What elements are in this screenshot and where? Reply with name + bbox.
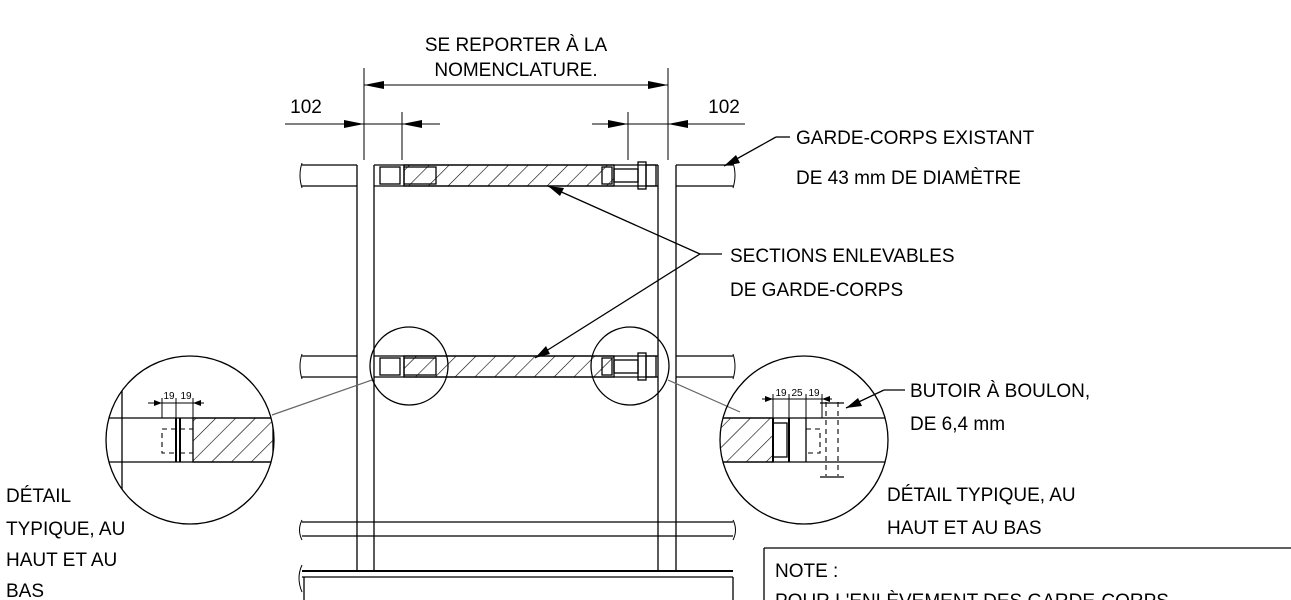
existing-rail-line2: DE 43 mm DE DIAMÈTRE [796, 168, 1021, 189]
dimension-left-102: 102 [285, 97, 440, 160]
detail-circle-left-marker [369, 326, 449, 406]
detail-right-dim-c: 19 [808, 388, 820, 399]
note-body: POUR L'ENLÈVEMENT DES GARDE-CORPS [775, 591, 1169, 600]
existing-rail-line1: GARDE-CORPS EXISTANT [796, 128, 1035, 149]
leader-removable [534, 185, 722, 359]
top-note-line1: SE REPORTER À LA [425, 35, 608, 56]
deck-base [298, 519, 736, 600]
detail-right-dim-b: 25 [791, 388, 803, 399]
detail-left-line2: TYPIQUE, AU [6, 519, 125, 540]
note-box: NOTE : POUR L'ENLÈVEMENT DES GARDE-CORPS [763, 547, 1291, 600]
post-left [356, 165, 375, 570]
leader-existing-rail [723, 136, 790, 167]
top-note-line2: NOMENCLATURE. [434, 60, 597, 81]
removable-line1: SECTIONS ENLEVABLES [730, 246, 955, 267]
removable-line2: DE GARDE-CORPS [730, 280, 903, 301]
detail-left-dim-a: 19 [163, 391, 175, 402]
top-dimension: SE REPORTER À LA NOMENCLATURE. [363, 35, 669, 160]
top-rail [299, 161, 736, 190]
leader-bolt-stop [845, 389, 905, 409]
bolt-stop-line2: DE 6,4 mm [910, 414, 1005, 435]
detail-right-line2: HAUT ET AU BAS [887, 518, 1042, 539]
detail-right-dim-a: 19 [775, 388, 787, 399]
detail-right-line1: DÉTAIL TYPIQUE, AU [887, 485, 1076, 506]
dimension-right-102: 102 [592, 97, 745, 160]
detail-left-dim-b: 19 [180, 391, 192, 402]
post-right [657, 165, 677, 570]
bolt-stop-line1: BUTOIR À BOULON, [910, 381, 1090, 402]
bottom-rail [299, 352, 736, 381]
detail-left-line3: HAUT ET AU [6, 550, 117, 571]
detail-circle-right-marker [590, 326, 670, 406]
note-title: NOTE : [775, 561, 838, 582]
detail-left-line4: BAS [6, 581, 44, 600]
detail-left-line1: DÉTAIL [6, 486, 71, 507]
dim-left-label: 102 [290, 97, 322, 118]
detail-right: 19 25 19 [667, 355, 889, 525]
dim-right-label: 102 [708, 97, 740, 118]
